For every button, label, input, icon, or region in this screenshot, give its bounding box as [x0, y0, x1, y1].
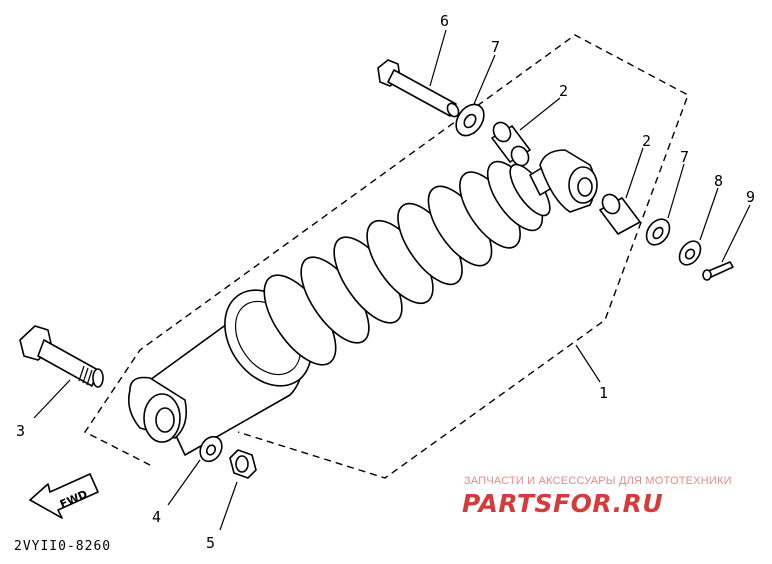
part-code: 2VYII0-8260 — [14, 539, 111, 554]
callout-4: 4 — [152, 508, 161, 526]
washer-right — [645, 218, 671, 246]
lower-mount-eye — [127, 376, 188, 443]
forward-arrow-icon: FWD — [29, 473, 99, 519]
collar-right — [599, 193, 641, 235]
watermark-logo: PARTSFOR.RU — [462, 489, 663, 518]
callout-7-upper: 7 — [491, 38, 500, 56]
lower-bolt — [19, 325, 104, 388]
assembly-outline — [83, 34, 689, 479]
callout-2-upper: 2 — [559, 82, 568, 100]
callout-9: 9 — [746, 188, 755, 206]
upper-mount-eye — [539, 149, 598, 213]
callout-7-right: 7 — [680, 148, 689, 166]
callout-3: 3 — [16, 422, 25, 440]
washer-upper-left — [455, 103, 485, 137]
upper-bolt — [377, 59, 460, 118]
callout-2-right: 2 — [642, 132, 651, 150]
cotter-pin — [702, 261, 734, 281]
callout-5: 5 — [206, 534, 215, 552]
callout-1: 1 — [599, 384, 608, 402]
callout-8: 8 — [714, 172, 723, 190]
collar-upper-left — [491, 121, 531, 167]
watermark-tagline: ЗАПЧАСТИ И АКСЕССУАРЫ ДЛЯ МОТОТЕХНИКИ — [464, 475, 732, 487]
leader-lines — [33, 29, 751, 531]
callout-6: 6 — [440, 12, 449, 30]
washer-lower — [199, 435, 223, 463]
washer-8 — [678, 240, 702, 266]
coil-spring — [263, 160, 544, 366]
lower-nut — [229, 449, 257, 479]
